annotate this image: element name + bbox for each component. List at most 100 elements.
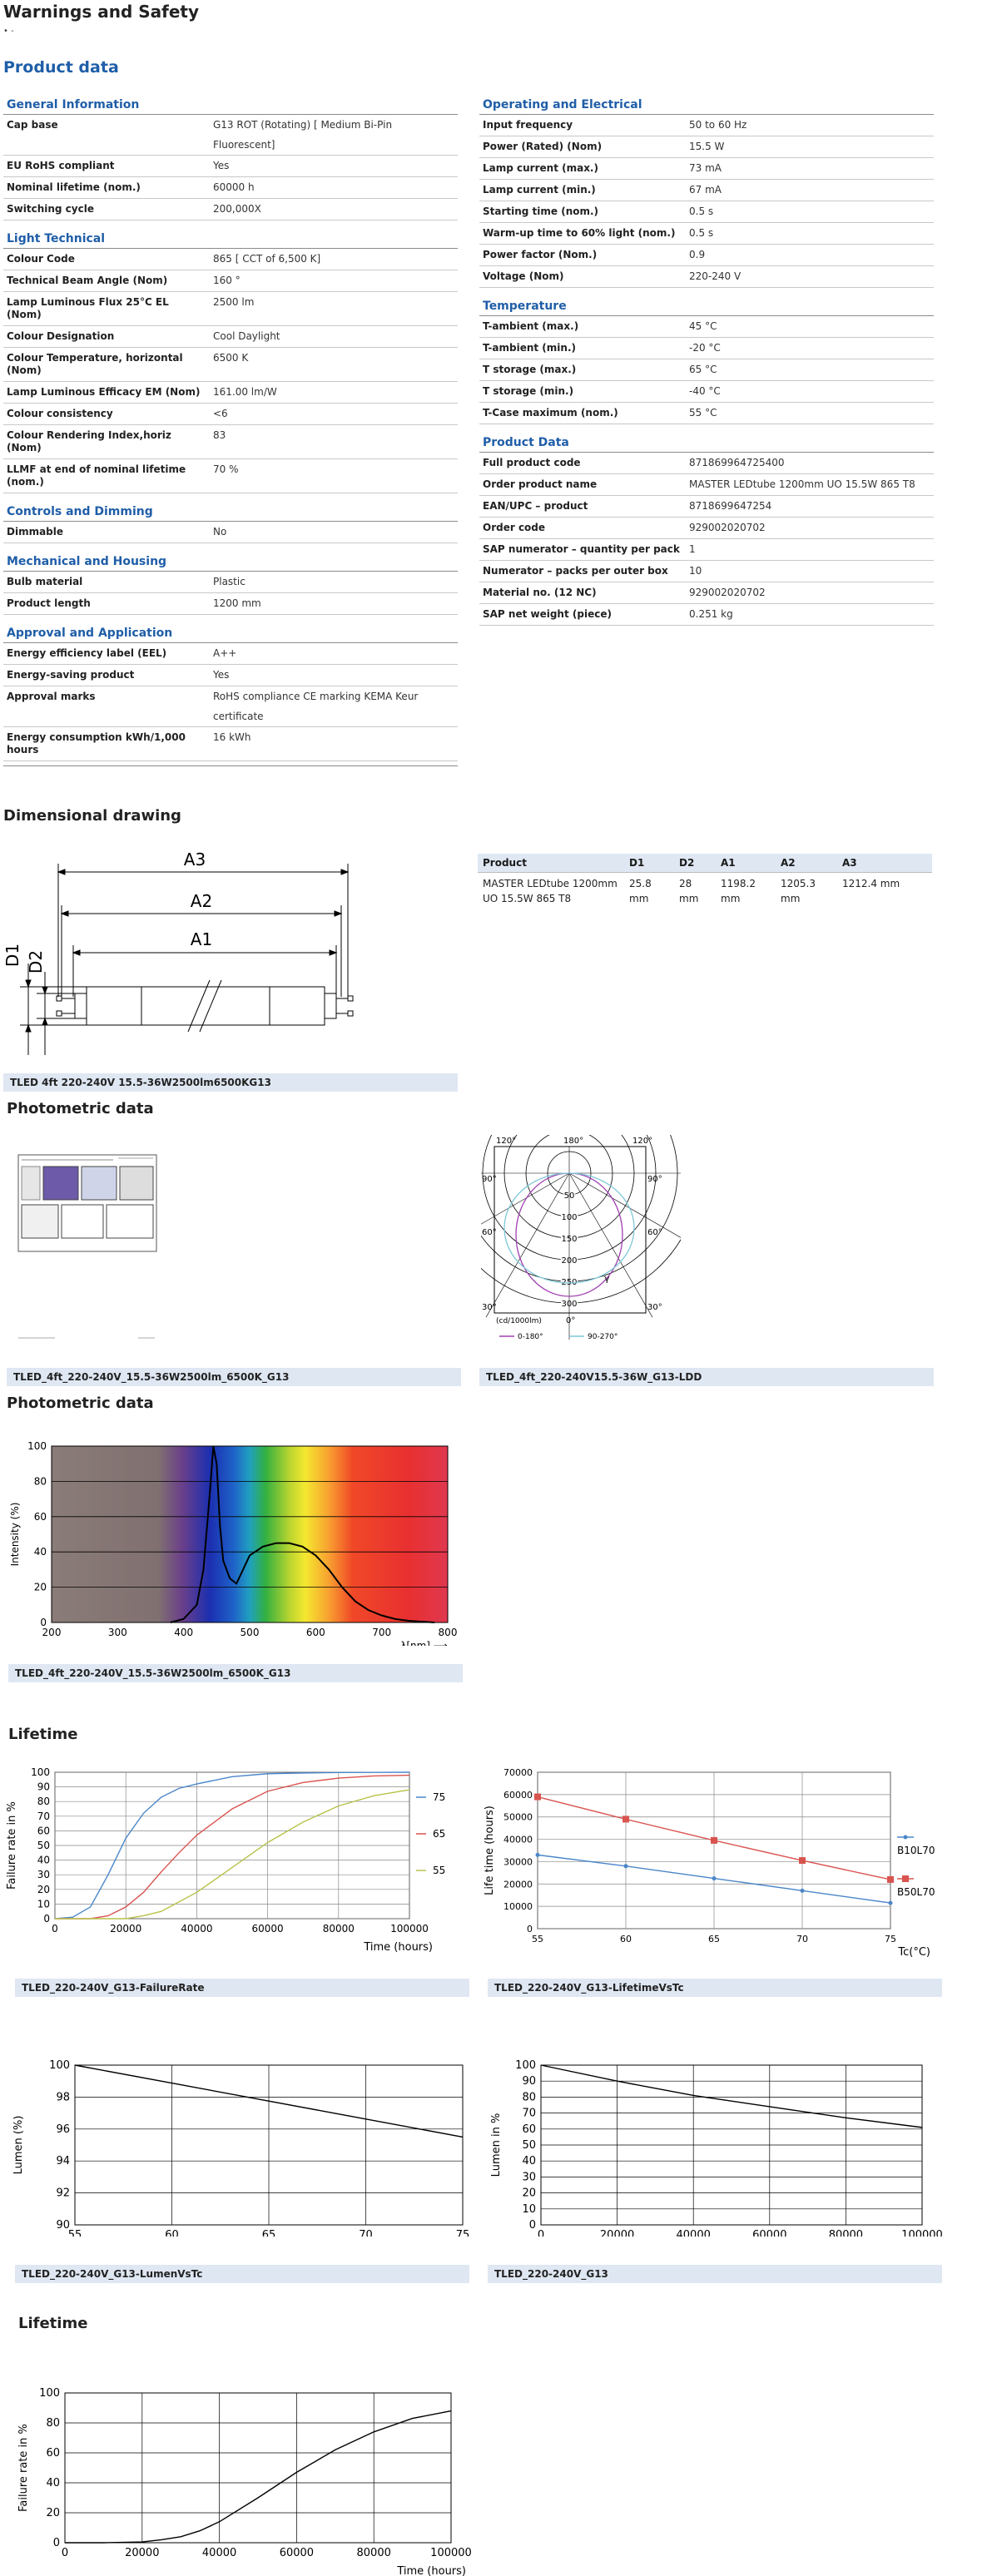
photometric-caption-left: TLED_4ft_220-240V_15.5-36W2500lm_6500K_G…	[7, 1368, 461, 1386]
y-tick-label: 0	[529, 2219, 536, 2232]
table-row: Power (Rated) (Nom)15.5 W	[479, 136, 934, 158]
y-tick-label: 20000	[503, 1879, 533, 1890]
spec-label: Colour Temperature, horizontal (Nom)	[3, 347, 210, 382]
dimensional-title: Dimensional drawing	[3, 807, 181, 825]
x-tick-label: 600	[306, 1627, 325, 1638]
y-tick-label: 90	[522, 2075, 536, 2088]
table-row: LLMF at end of nominal lifetime (nom.)70…	[3, 458, 458, 493]
spec-value: -20 °C	[686, 337, 934, 359]
data-point	[535, 1852, 540, 1857]
product-data-title: Product data	[3, 58, 119, 77]
dim-col-d2: D2	[674, 854, 716, 873]
x-tick-label: 800	[439, 1627, 458, 1638]
spec-value: 6500 K	[210, 347, 458, 382]
table-row: Lamp Luminous Efficacy EM (Nom)161.00 lm…	[3, 381, 458, 404]
spec-value: 200,000X	[210, 198, 458, 220]
x-tick-label: 20000	[110, 1923, 141, 1934]
spec-value: 1	[686, 538, 934, 561]
polar-curve	[503, 1172, 635, 1284]
polar-legend-0-180: 0-180°	[518, 1333, 543, 1341]
y-tick-label: 40	[522, 2155, 536, 2167]
spec-label: Energy-saving product	[3, 664, 210, 686]
table-row: Lamp current (max.)73 mA	[479, 157, 934, 180]
spec-label: Input frequency	[479, 115, 686, 136]
polar-gamma: γ	[604, 1273, 610, 1284]
table-row: Nominal lifetime (nom.)60000 h	[3, 176, 458, 199]
y-tick-label: 10	[37, 1898, 50, 1910]
spec-label: Lamp Luminous Efficacy EM (Nom)	[3, 381, 210, 404]
polar-angle-label: 30°	[482, 1303, 497, 1312]
spec-label: Cap base	[3, 115, 210, 156]
dim-cell-a3: 1212.4 mm	[842, 878, 900, 889]
y-axis-label: Failure rate in %	[17, 2424, 30, 2512]
polar-angle-label: 90°	[647, 1175, 662, 1184]
legend-label: 55	[433, 1865, 445, 1876]
y-tick-label: 70000	[503, 1767, 533, 1778]
x-tick-label: 70	[359, 2229, 373, 2237]
dim-label-a1: A1	[191, 929, 212, 949]
table-row: Warm-up time to 60% light (nom.)0.5 s	[479, 222, 934, 245]
series-line	[55, 1789, 410, 1920]
dim-label-d1: D1	[3, 944, 22, 967]
dim-cell-d1: 25.8 mm	[629, 878, 652, 904]
table-row: Colour Temperature, horizontal (Nom)6500…	[3, 347, 458, 382]
lifetime-vs-tc-caption: TLED_220-240V_G13-LifetimeVsTc	[488, 1979, 942, 1997]
spec-label: T-ambient (min.)	[479, 337, 686, 359]
dim-cell-d2: 28 mm	[679, 878, 699, 904]
x-axis-label: Time (hours)	[363, 1941, 433, 1954]
y-tick-label: 92	[56, 2187, 70, 2200]
spec-value: 65 °C	[686, 359, 934, 381]
dim-cell-product: MASTER LEDtube 1200mm UO 15.5W 865 T8	[483, 878, 618, 904]
failure-rate-caption: TLED_220-240V_G13-FailureRate	[15, 1979, 469, 1997]
data-point	[623, 1864, 628, 1869]
polar-spoke	[568, 1172, 681, 1238]
spec-section-title: General Information	[3, 93, 458, 115]
photometric-caption-right: TLED_4ft_220-240V15.5-36W_G13-LDD	[479, 1368, 934, 1386]
spec-value: 67 mA	[686, 179, 934, 201]
table-row: Voltage (Nom)220-240 V	[479, 265, 934, 288]
data-point	[800, 1888, 805, 1893]
photometric-title-1: Photometric data	[7, 1100, 154, 1117]
spec-value: MASTER LEDtube 1200mm UO 15.5W 865 T8	[686, 473, 934, 496]
spec-value: RoHS compliance CE marking KEMA Keur cer…	[210, 686, 458, 727]
spec-label: SAP numerator – quantity per pack	[479, 538, 686, 561]
y-tick-label: 50	[522, 2139, 536, 2152]
y-tick-label: 60	[46, 2447, 60, 2460]
x-tick-label: 100000	[901, 2229, 943, 2237]
x-tick-label: 0	[52, 1923, 58, 1934]
dimension-table-header: Product D1 D2 A1 A2 A3	[478, 854, 932, 873]
spec-label: Energy efficiency label (EEL)	[3, 643, 210, 665]
spec-section-title: Approval and Application	[3, 622, 458, 643]
y-tick-label: 60	[37, 1825, 50, 1836]
spec-value: 161.00 lm/W	[210, 381, 458, 404]
spec-value: 929002020702	[686, 517, 934, 539]
series-line	[54, 1771, 410, 1920]
y-tick-label: 80	[522, 2091, 536, 2103]
spec-label: Colour Designation	[3, 325, 210, 348]
y-tick-label: 90	[56, 2219, 70, 2232]
data-point	[887, 1875, 894, 1883]
dim-label-d2: D2	[26, 950, 46, 973]
x-tick-label: 55	[68, 2229, 82, 2237]
spec-label: Lamp current (max.)	[479, 157, 686, 180]
table-row: Starting time (nom.)0.5 s	[479, 201, 934, 223]
polar-angle-label: 120°	[496, 1137, 516, 1146]
table-row: Power factor (Nom.)0.9	[479, 244, 934, 266]
spec-label: EU RoHS compliant	[3, 155, 210, 177]
spec-label: Product length	[3, 592, 210, 615]
polar-angle-label: 60°	[482, 1228, 497, 1237]
x-tick-label: 80000	[357, 2547, 391, 2559]
polar-angle-label: 30°	[647, 1303, 662, 1312]
x-tick-label: 500	[241, 1627, 260, 1638]
spectrum-caption: TLED_4ft_220-240V_15.5-36W2500lm_6500K_G…	[8, 1664, 463, 1682]
